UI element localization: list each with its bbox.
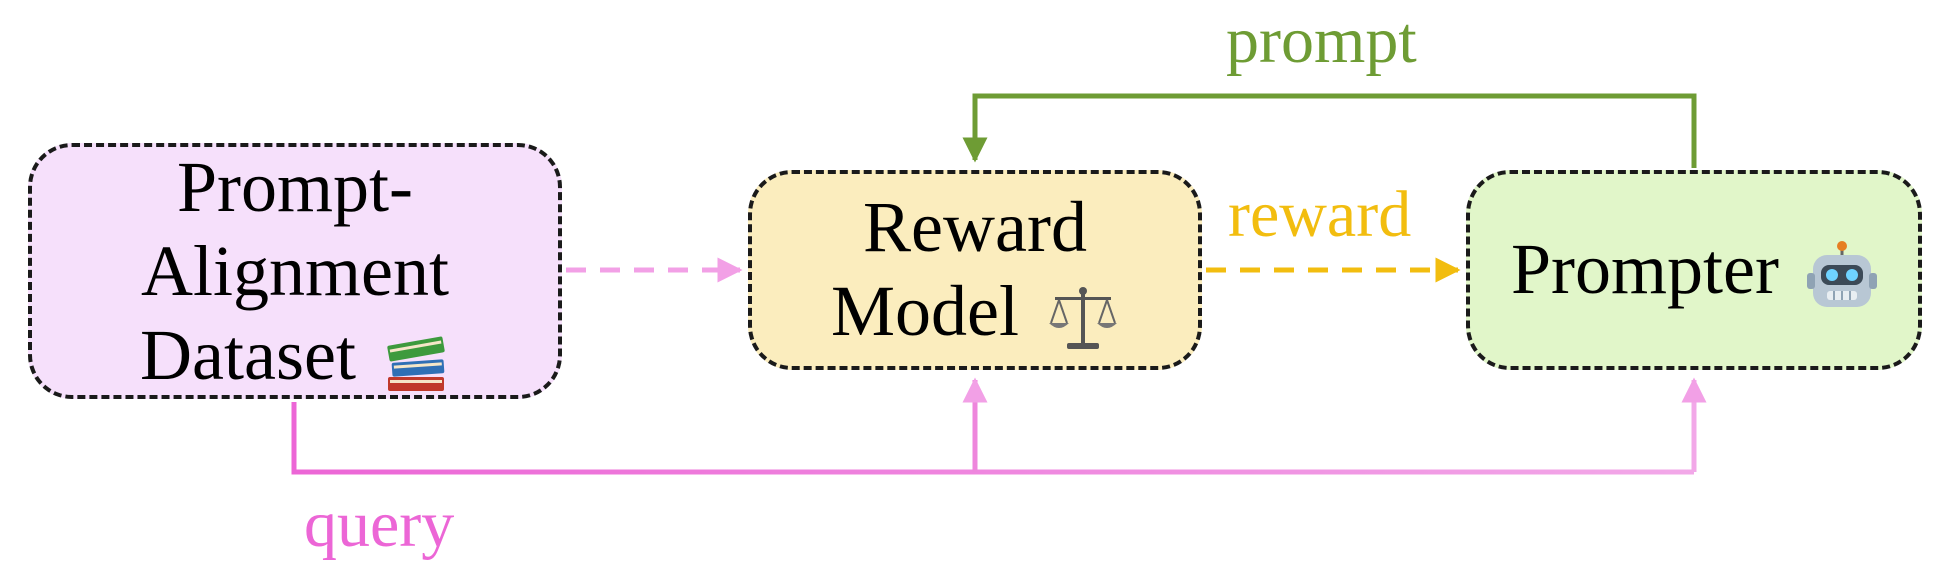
robot-icon [1806, 240, 1877, 313]
books-icon [384, 327, 450, 397]
dataset-title-line-1: Prompt- [176, 146, 413, 227]
reward-model-node: Reward Model [748, 170, 1202, 370]
prompter-title: Prompter [1511, 229, 1779, 310]
reward-label: reward [1228, 178, 1412, 251]
prompter-node: Prompter [1466, 170, 1922, 370]
reward-title-line-1: Reward [863, 187, 1087, 268]
dataset-title-line-2: Alignment [141, 230, 449, 311]
prompt-alignment-dataset-node: Prompt- Alignment Dataset [28, 143, 562, 399]
query-bus-line [291, 402, 1694, 475]
prompt-label: prompt [1226, 4, 1417, 77]
reward-title-line-2: Model [831, 271, 1019, 352]
query-label: query [304, 488, 455, 561]
prompt-arrow [962, 93, 1697, 168]
dataset-title-line-3: Dataset [140, 314, 356, 395]
balance-scale-icon [1047, 283, 1119, 355]
